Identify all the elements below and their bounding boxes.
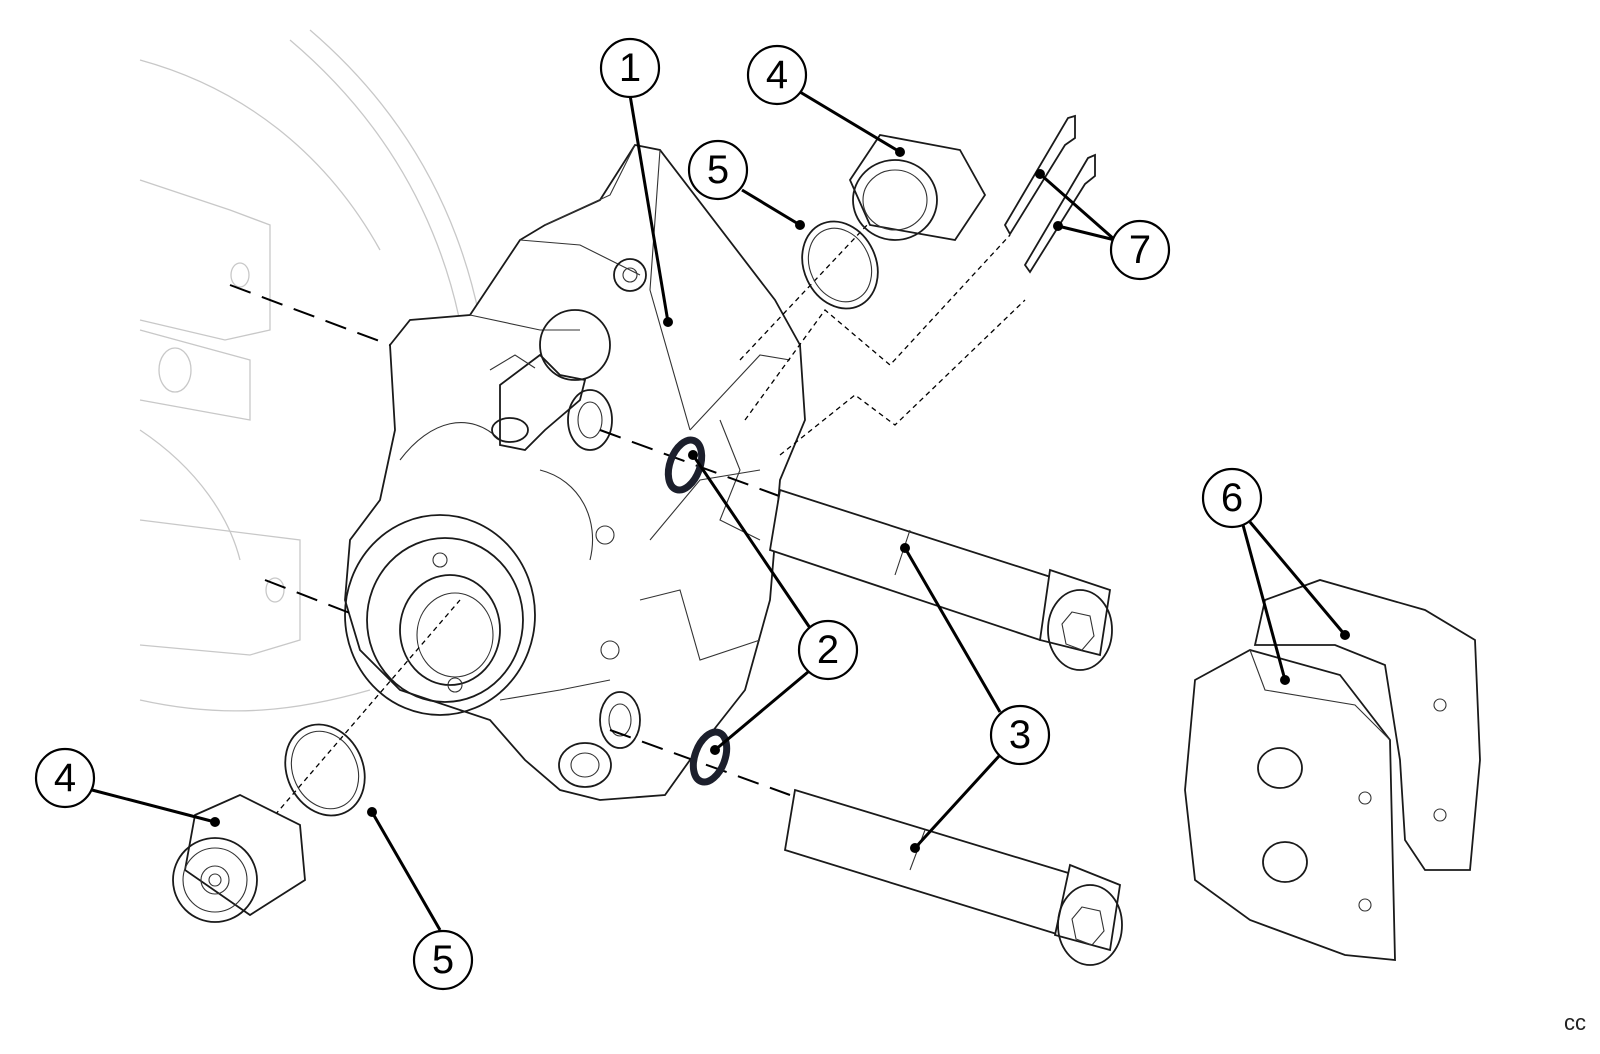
callout-2-label: 2 [817, 628, 839, 672]
callout-5-lower: 5 [412, 929, 474, 991]
seal-ring-lower [689, 728, 731, 786]
callout-5-upper: 5 [687, 139, 749, 201]
callout-2: 2 [797, 619, 859, 681]
seal-ring-upper [664, 436, 706, 494]
callout-4-upper: 4 [746, 44, 808, 106]
piston-lower [172, 794, 306, 923]
callout-4-lower: 4 [34, 747, 96, 809]
callout-5-lower-label: 5 [432, 938, 454, 982]
assembly-axis-lines [229, 189, 1026, 816]
callout-3: 3 [989, 704, 1051, 766]
brake-pad-front [1184, 649, 1396, 961]
leader-lines [91, 90, 1350, 931]
callout-7: 7 [1109, 219, 1171, 281]
callout-4-lower-label: 4 [54, 756, 76, 800]
dust-seal-upper [801, 220, 879, 310]
callout-6-label: 6 [1221, 476, 1243, 520]
callout-1: 1 [599, 37, 661, 99]
pad-retaining-clips [1003, 114, 1096, 274]
callout-5-upper-label: 5 [707, 148, 729, 192]
dust-seal-lower [284, 723, 366, 817]
callout-7-label: 7 [1129, 228, 1151, 272]
brake-pad-rear [1253, 579, 1481, 871]
corner-mark: cc [1564, 1010, 1586, 1035]
callout-1-label: 1 [619, 46, 641, 90]
mounting-bolt-lower [783, 788, 1123, 966]
piston-upper [848, 134, 987, 241]
callout-4-upper-label: 4 [766, 53, 788, 97]
caliper-body [344, 143, 806, 801]
seal-rings [664, 436, 731, 786]
callout-6: 6 [1201, 467, 1263, 529]
callout-3-label: 3 [1009, 713, 1031, 757]
